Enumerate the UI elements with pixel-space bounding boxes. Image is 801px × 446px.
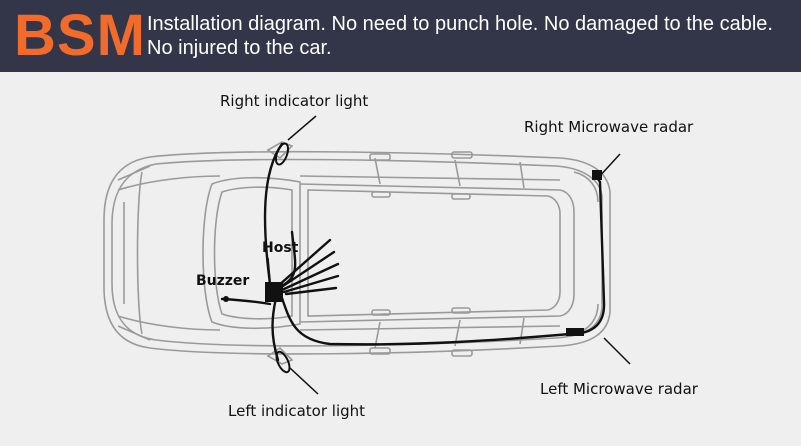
car-outline — [103, 141, 611, 365]
left-indicator-light — [275, 350, 291, 374]
buzzer-unit — [223, 296, 229, 302]
label-left-radar: Left Microwave radar — [540, 380, 698, 398]
label-right-indicator: Right indicator light — [220, 92, 369, 110]
right-radar-sensor — [592, 170, 602, 180]
header-line-1: Installation diagram. No need to punch h… — [147, 13, 773, 35]
header-line-2: No injured to the car. — [147, 37, 332, 59]
leader-lines — [267, 115, 631, 395]
label-host: Host — [262, 240, 299, 256]
header-description: Installation diagram. No need to punch h… — [147, 12, 797, 60]
host-module — [265, 282, 283, 302]
header-banner: BSM Installation diagram. No need to pun… — [0, 0, 801, 72]
label-buzzer: Buzzer — [196, 273, 250, 289]
right-indicator-light — [274, 142, 290, 166]
installation-diagram: Right indicator light Right Microwave ra… — [0, 72, 801, 446]
label-left-indicator: Left indicator light — [228, 402, 366, 420]
left-radar-sensor — [566, 328, 584, 336]
label-right-radar: Right Microwave radar — [524, 118, 694, 136]
brand-logo: BSM — [14, 3, 146, 68]
diagram-svg — [103, 115, 631, 395]
